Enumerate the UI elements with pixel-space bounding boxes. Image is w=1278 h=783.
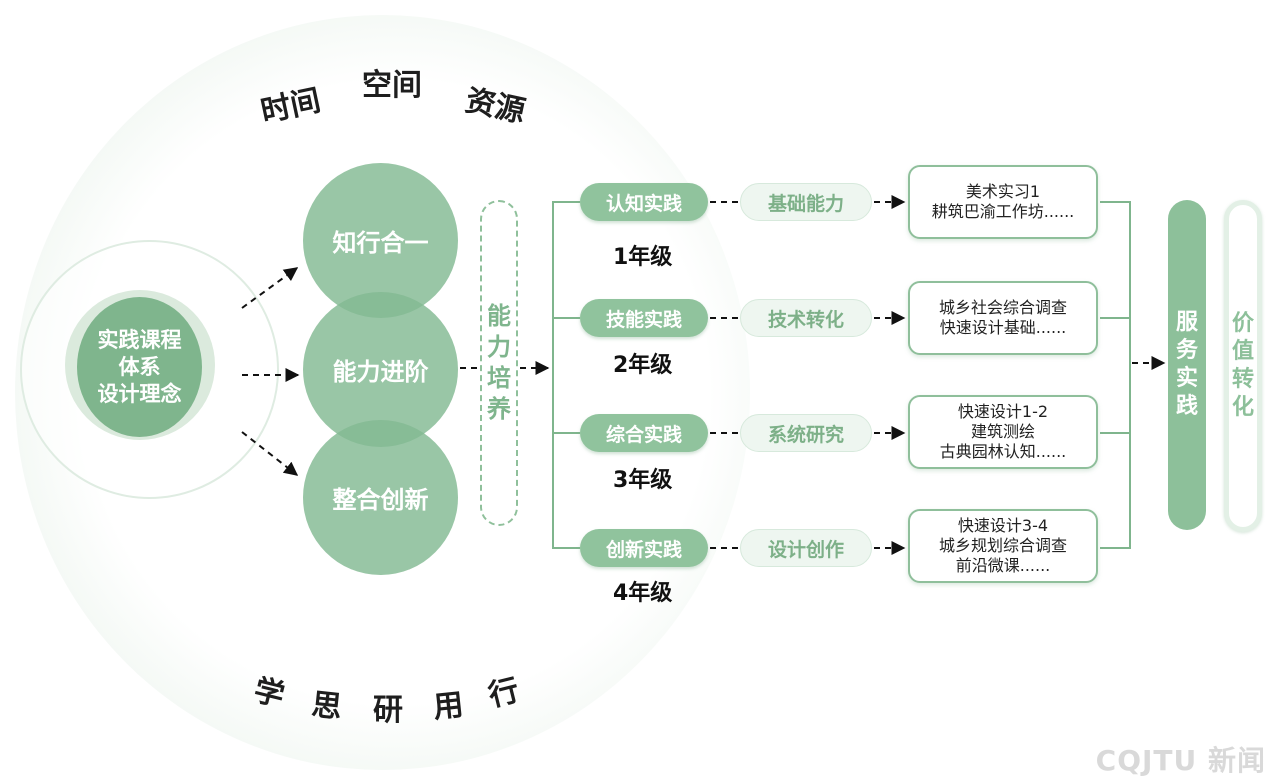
ability-basic: 基础能力 xyxy=(740,183,872,221)
value-transform-capsule: 价 值 转 化 xyxy=(1224,200,1262,532)
value-char: 值 xyxy=(1231,339,1254,364)
service-char: 服 xyxy=(1175,310,1198,335)
arc-top-space: 空间 xyxy=(362,68,422,103)
ability-system-research: 系统研究 xyxy=(740,414,872,452)
ability-label: 基础能力 xyxy=(767,192,844,215)
course-item: 城乡社会综合调查 xyxy=(938,298,1067,317)
arc-bottom-3: 研 xyxy=(373,693,403,728)
pillar-label: 知行合一 xyxy=(332,229,429,257)
cultivation-char: 培 xyxy=(487,364,511,392)
pillar-label: 能力进阶 xyxy=(332,358,429,386)
practice-label: 技能实践 xyxy=(605,308,682,331)
practice-label: 创新实践 xyxy=(605,538,682,561)
course-box-2: 城乡社会综合调查 快速设计基础...... xyxy=(908,281,1098,355)
course-item: 前沿微课...... xyxy=(955,556,1051,575)
grade-1: 1年级 xyxy=(613,245,673,270)
practice-label: 认知实践 xyxy=(605,192,682,215)
core-line-1: 实践课程 xyxy=(97,327,182,352)
course-item: 古典园林认知...... xyxy=(939,442,1067,461)
course-box-4: 快速设计3-4 城乡规划综合调查 前沿微课...... xyxy=(908,509,1098,583)
service-practice-capsule: 服 务 实 践 xyxy=(1168,200,1206,530)
course-item: 快速设计1-2 xyxy=(957,402,1049,421)
course-item: 耕筑巴渝工作坊...... xyxy=(931,202,1075,221)
core-line-2: 体系 xyxy=(118,354,161,379)
course-item: 美术实习1 xyxy=(965,182,1041,201)
service-char: 实 xyxy=(1175,366,1198,391)
course-item: 快速设计基础...... xyxy=(939,318,1067,337)
practice-cognitive: 认知实践 xyxy=(580,183,708,221)
left-bracket xyxy=(552,201,580,549)
practice-skill: 技能实践 xyxy=(580,299,708,337)
value-char: 转 xyxy=(1231,367,1254,392)
value-char: 价 xyxy=(1231,311,1254,336)
ability-cultivation-capsule: 能 力 培 养 xyxy=(480,200,518,526)
arrow-core-to-pillar-1 xyxy=(241,267,299,309)
ability-label: 设计创作 xyxy=(767,538,844,561)
arrow-core-to-pillar-3 xyxy=(241,431,299,476)
ability-label: 系统研究 xyxy=(767,423,844,446)
cultivation-char: 力 xyxy=(487,333,511,361)
service-char: 践 xyxy=(1175,394,1198,419)
course-box-1: 美术实习1 耕筑巴渝工作坊...... xyxy=(908,165,1098,239)
course-item: 建筑测绘 xyxy=(970,422,1035,441)
core-line-3: 设计理念 xyxy=(97,381,182,406)
right-bracket xyxy=(1100,201,1131,549)
service-char: 务 xyxy=(1175,338,1198,363)
ability-tech-transfer: 技术转化 xyxy=(740,299,872,337)
core-concept: 实践课程 体系 设计理念 xyxy=(77,297,202,437)
pillar-label: 整合创新 xyxy=(332,486,429,514)
cultivation-char: 能 xyxy=(487,302,511,330)
watermark: CQJTU 新闻 xyxy=(1095,744,1266,777)
practice-label: 综合实践 xyxy=(605,423,682,446)
course-item: 快速设计3-4 xyxy=(957,516,1049,535)
grade-4: 4年级 xyxy=(613,581,673,606)
grade-2: 2年级 xyxy=(613,353,673,378)
cultivation-char: 养 xyxy=(487,395,511,423)
course-box-3: 快速设计1-2 建筑测绘 古典园林认知...... xyxy=(908,395,1098,469)
course-item: 城乡规划综合调查 xyxy=(938,536,1067,555)
ability-label: 技术转化 xyxy=(767,308,844,331)
value-char: 化 xyxy=(1231,395,1254,420)
ability-design-creation: 设计创作 xyxy=(740,529,872,567)
practice-comprehensive: 综合实践 xyxy=(580,414,708,452)
grade-3: 3年级 xyxy=(613,468,673,493)
practice-innovation: 创新实践 xyxy=(580,529,708,567)
pillar-integration-innovation: 整合创新 xyxy=(303,420,458,575)
